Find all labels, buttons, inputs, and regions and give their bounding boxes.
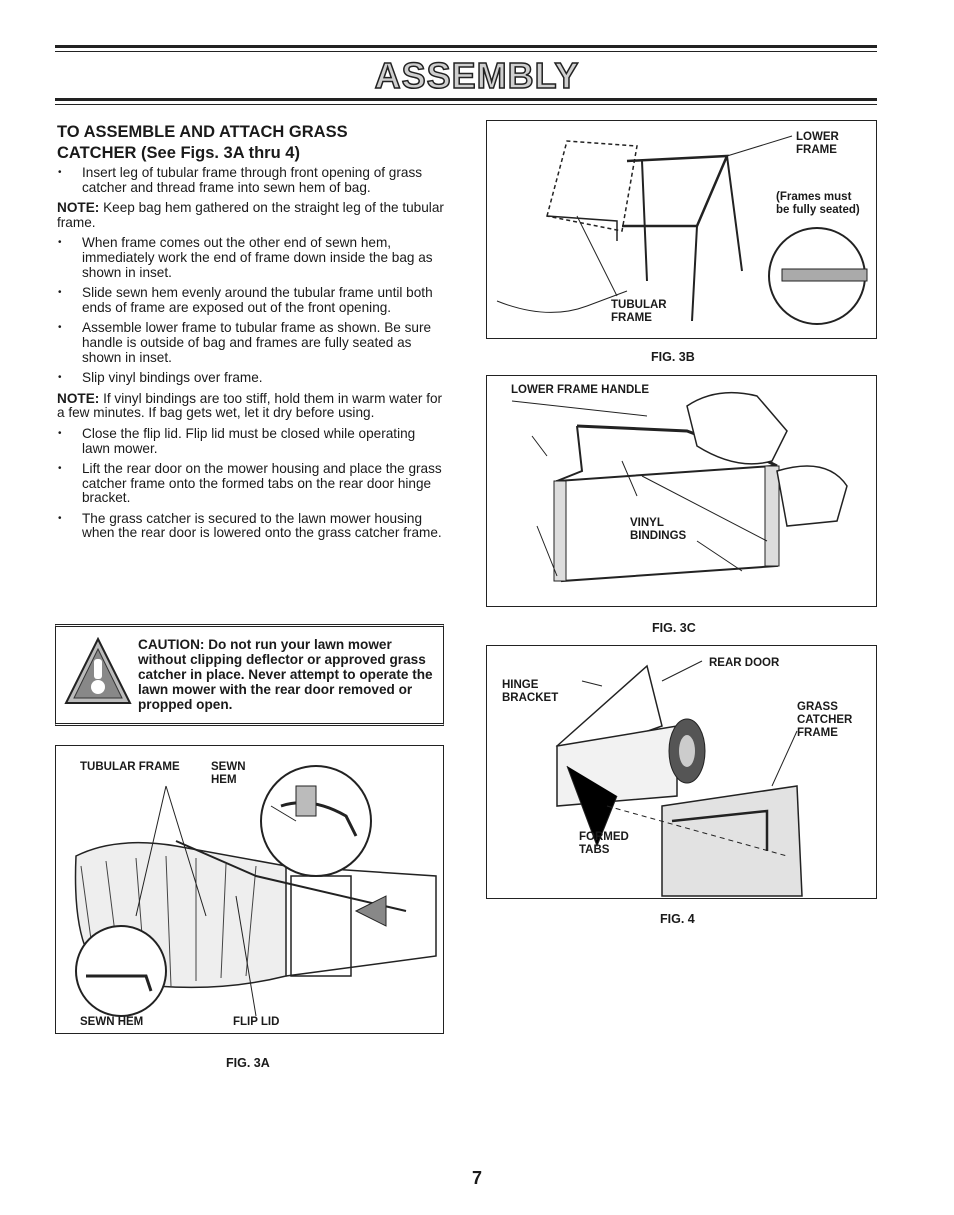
section-heading-line1: TO ASSEMBLE AND ATTACH GRASS	[57, 123, 348, 141]
caution-box: CAUTION: Do not run your lawn mower with…	[55, 624, 444, 726]
caption-fig-3a: FIG. 3A	[226, 1056, 270, 1070]
instructions: •Insert leg of tubular frame through fro…	[57, 165, 445, 547]
section-heading-line2: CATCHER (See Figs. 3A thru 4)	[57, 144, 300, 162]
label-formed-tabs: FORMED TABS	[579, 831, 629, 856]
bullet-icon: •	[58, 512, 62, 524]
page-number: 7	[471, 1168, 482, 1188]
header-top-rule-thin	[55, 51, 877, 52]
figure-3b: LOWER FRAME (Frames must be fully seated…	[486, 120, 877, 339]
caption-fig-4: FIG. 4	[660, 912, 695, 926]
instruction-item: •When frame comes out the other end of s…	[58, 235, 433, 280]
header-top-rule	[55, 45, 877, 48]
label-frames-seated: (Frames must be fully seated)	[776, 191, 860, 216]
caption-fig-3c: FIG. 3C	[652, 621, 696, 635]
header-bottom-rule-thin	[55, 104, 877, 105]
bullet-icon: •	[58, 427, 62, 439]
label-lower-frame: LOWER FRAME	[796, 131, 839, 156]
grass-catcher-bag-illustration	[74, 765, 437, 1017]
note: NOTE: Keep bag hem gathered on the strai…	[57, 200, 444, 230]
label-lower-frame-handle: LOWER FRAME HANDLE	[511, 384, 649, 396]
vinyl-bindings-illustration	[511, 391, 848, 583]
instruction-item: •The grass catcher is secured to the law…	[58, 510, 442, 541]
label-grass-catcher-frame: GRASS CATCHER FRAME	[797, 701, 853, 739]
warning-icon	[64, 637, 132, 704]
caution-text: CAUTION: Do not run your lawn mower with…	[138, 637, 433, 712]
label-tubular-frame: TUBULAR FRAME	[80, 761, 180, 773]
bullet-icon: •	[58, 322, 62, 334]
label-hinge-bracket: HINGE BRACKET	[502, 679, 559, 704]
label-sewn-hem-top: SEWN HEM	[211, 761, 246, 786]
header-bottom-rule	[55, 98, 877, 101]
note: NOTE: If vinyl bindings are too stiff, h…	[57, 390, 443, 421]
instruction-item: •Insert leg of tubular frame through fro…	[58, 165, 423, 195]
bullet-icon: •	[58, 463, 62, 475]
bullet-icon: •	[58, 167, 62, 178]
instruction-item: •Close the flip lid. Flip lid must be cl…	[58, 425, 416, 456]
frame-assembly-illustration	[496, 135, 868, 325]
instruction-item: •Slip vinyl bindings over frame.	[58, 370, 263, 386]
bullet-icon: •	[58, 237, 62, 249]
label-rear-door: REAR DOOR	[709, 657, 780, 669]
instruction-item: •Lift the rear door on the mower housing…	[58, 461, 442, 506]
section-heading: TO ASSEMBLE AND ATTACH GRASS CATCHER (Se…	[57, 122, 447, 164]
page-title: ASSEMBLY	[374, 54, 580, 97]
instruction-item: •Assemble lower frame to tubular frame a…	[58, 320, 432, 365]
figure-3c: LOWER FRAME HANDLE VINYL BINDINGS	[486, 375, 877, 607]
label-tubular-frame: TUBULAR FRAME	[611, 299, 667, 324]
figure-3a: TUBULAR FRAME SEWN HEM SEWN HEM FLIP LID	[55, 745, 444, 1034]
bullet-icon: •	[58, 287, 62, 299]
mower-attachment-illustration	[555, 660, 803, 897]
instruction-item: •Slide sewn hem evenly around the tubula…	[58, 285, 433, 315]
figure-4: REAR DOOR HINGE BRACKET GRASS CATCHER FR…	[486, 645, 877, 899]
bullet-icon: •	[58, 372, 62, 384]
label-sewn-hem: SEWN HEM	[80, 1016, 144, 1028]
caption-fig-3b: FIG. 3B	[651, 350, 695, 364]
label-vinyl-bindings: VINYL BINDINGS	[630, 517, 687, 542]
label-flip-lid: FLIP LID	[233, 1016, 280, 1028]
